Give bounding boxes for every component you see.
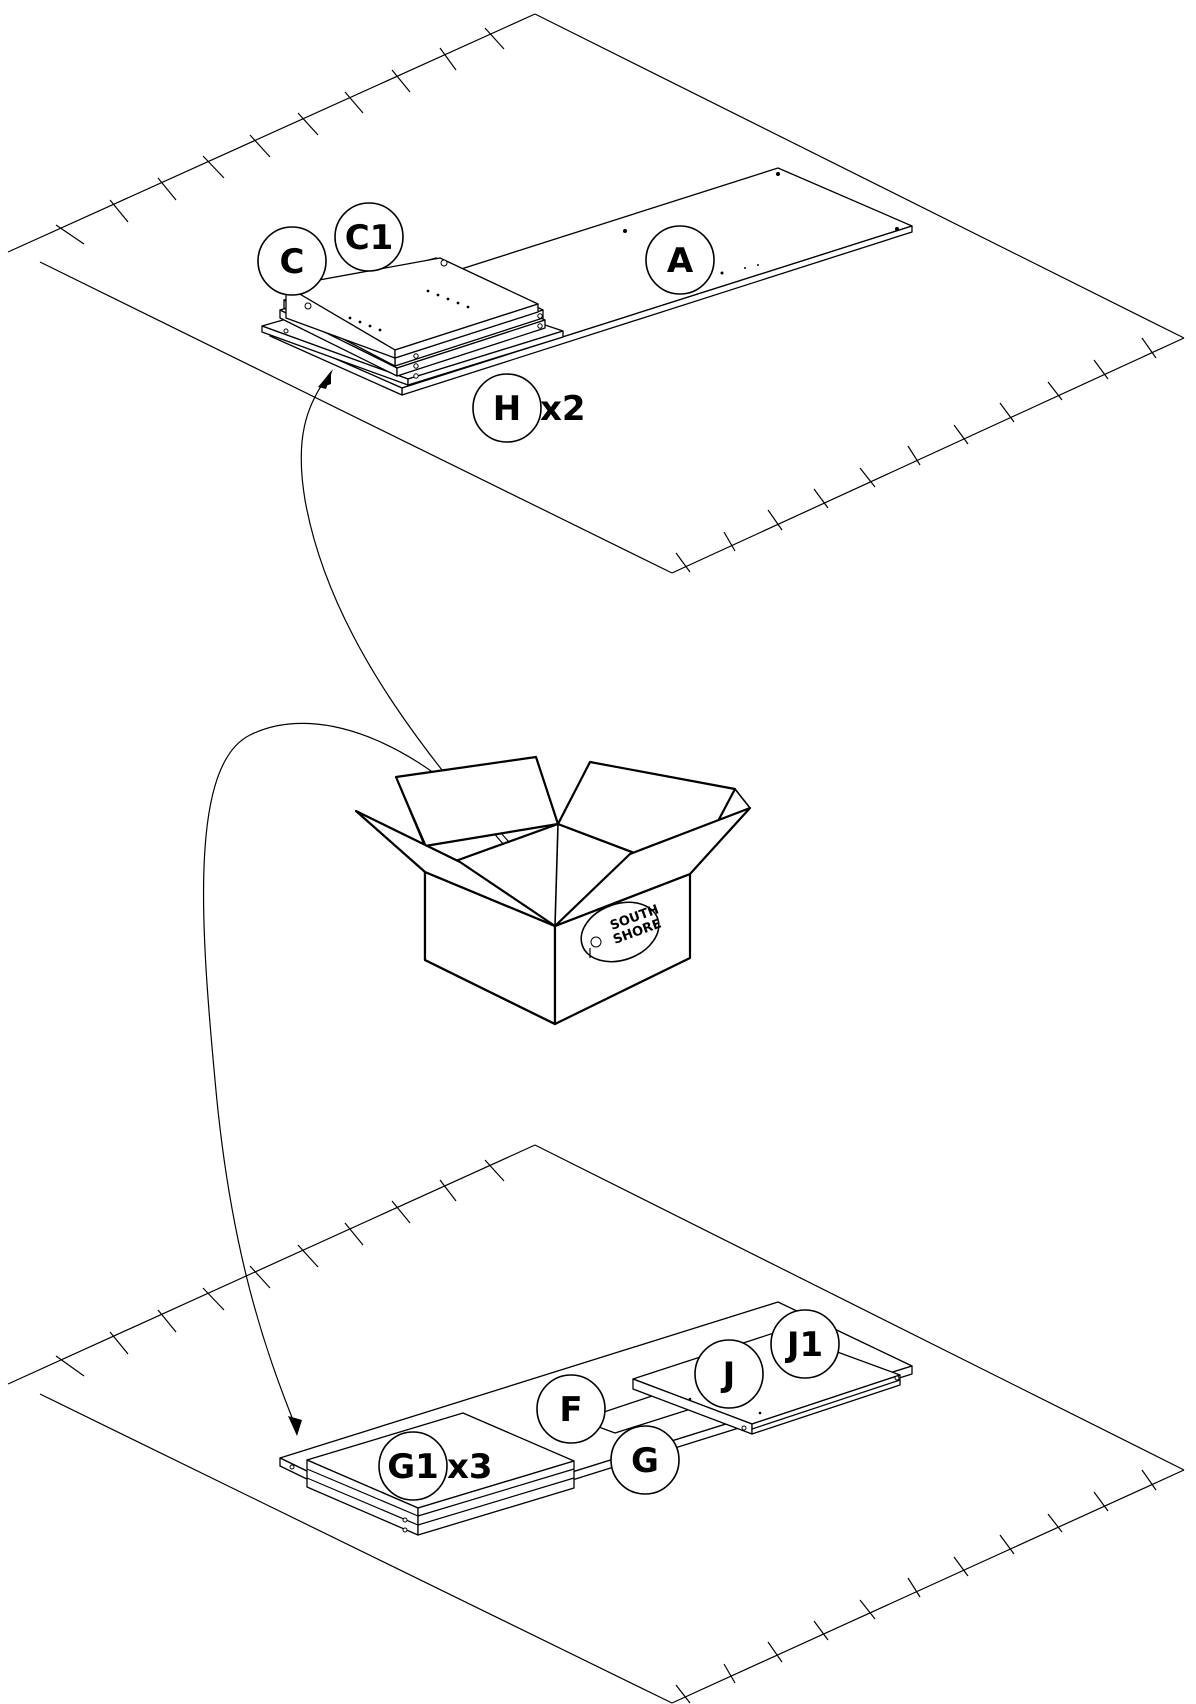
callout-G: G	[611, 1426, 679, 1494]
callout-A-label: A	[667, 241, 694, 281]
callout-J-label: J	[721, 1355, 736, 1395]
callout-F: F	[537, 1375, 605, 1443]
callout-G-label: G	[631, 1441, 659, 1481]
callout-C: C	[258, 227, 326, 295]
box: SOUTH SHORE	[356, 757, 750, 1024]
callout-H-qty: x2	[540, 389, 586, 429]
callout-J: J	[695, 1340, 763, 1408]
callout-J1-label: J1	[785, 1325, 823, 1365]
callout-G1-qty: x3	[447, 1447, 493, 1487]
callout-J1: J1	[771, 1310, 839, 1378]
callout-C1: C1	[335, 203, 403, 271]
callout-C-label: C	[280, 242, 305, 282]
callout-H-label: H	[493, 389, 521, 429]
callout-F-label: F	[559, 1390, 582, 1430]
callout-C1-label: C1	[345, 218, 394, 258]
callout-H: H x2	[473, 374, 586, 442]
callout-A: A	[646, 226, 714, 294]
callout-G1-label: G1	[387, 1447, 439, 1487]
